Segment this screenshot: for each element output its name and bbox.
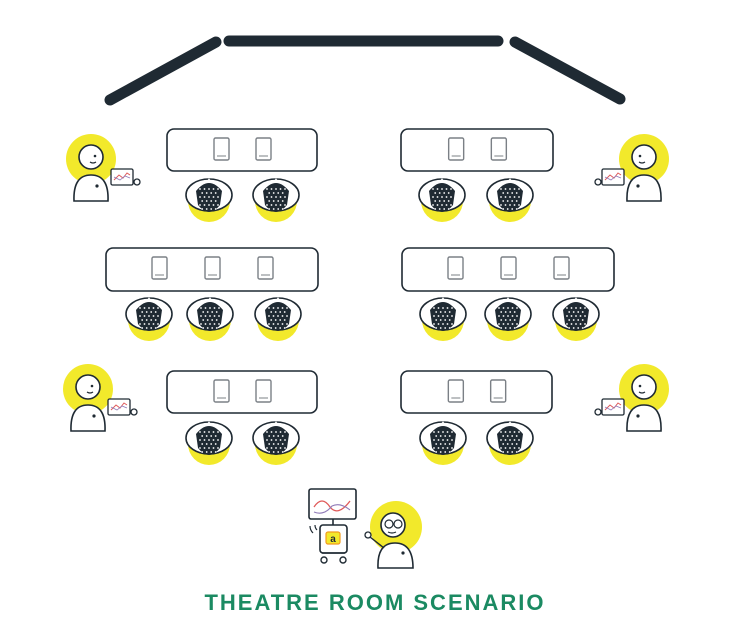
participant-head-icon <box>486 421 534 465</box>
table-icon <box>401 247 615 292</box>
participant-head-icon <box>186 297 234 341</box>
tablet-icon <box>213 379 230 403</box>
tablet-icon <box>447 379 465 403</box>
moderator-station: a <box>308 488 422 569</box>
participant-head-icon <box>486 178 534 222</box>
participant-head-icon <box>185 178 233 222</box>
tablet-icon <box>500 256 517 280</box>
tablet-icon <box>447 256 464 280</box>
participant-head-icon <box>418 178 466 222</box>
table-icon <box>166 128 318 172</box>
participant-head-icon <box>484 297 532 341</box>
tablet-icon <box>257 256 274 280</box>
screen-segment <box>509 36 626 105</box>
participant-head-icon <box>252 421 300 465</box>
screen-segment <box>104 36 222 106</box>
tablet-icon <box>255 379 272 403</box>
table-icon <box>105 247 319 292</box>
table-icon <box>166 370 318 414</box>
participant-head-icon <box>252 178 300 222</box>
tablet-icon <box>151 256 168 280</box>
monitor-cart-icon: a <box>308 488 357 564</box>
participant-head-icon <box>419 421 467 465</box>
participant-head-icon <box>419 297 467 341</box>
table-icon <box>400 370 553 414</box>
observer-person-icon <box>63 364 138 432</box>
tablet-icon <box>213 137 230 161</box>
participant-head-icon <box>185 421 233 465</box>
tables-group <box>105 128 615 414</box>
device-label: a <box>330 534 336 545</box>
moderator-person-icon <box>364 501 422 569</box>
participant-head-icon <box>254 297 302 341</box>
tablet-icon <box>489 379 507 403</box>
screen-bar-icon <box>104 35 626 106</box>
table-icon <box>400 128 554 172</box>
observers-group <box>63 134 669 432</box>
participants-group <box>125 178 600 465</box>
participant-head-icon <box>125 297 173 341</box>
observer-person-icon <box>594 364 669 432</box>
participant-head-icon <box>552 297 600 341</box>
tablet-icon <box>553 256 570 280</box>
observer-person-icon <box>66 134 141 202</box>
tablet-icon <box>255 137 272 161</box>
observer-person-icon <box>594 134 669 202</box>
tablet-icon <box>204 256 221 280</box>
tablet-icon <box>490 137 508 161</box>
tablet-icon <box>447 137 465 161</box>
diagram-caption: THEATRE ROOM SCENARIO <box>204 590 546 615</box>
